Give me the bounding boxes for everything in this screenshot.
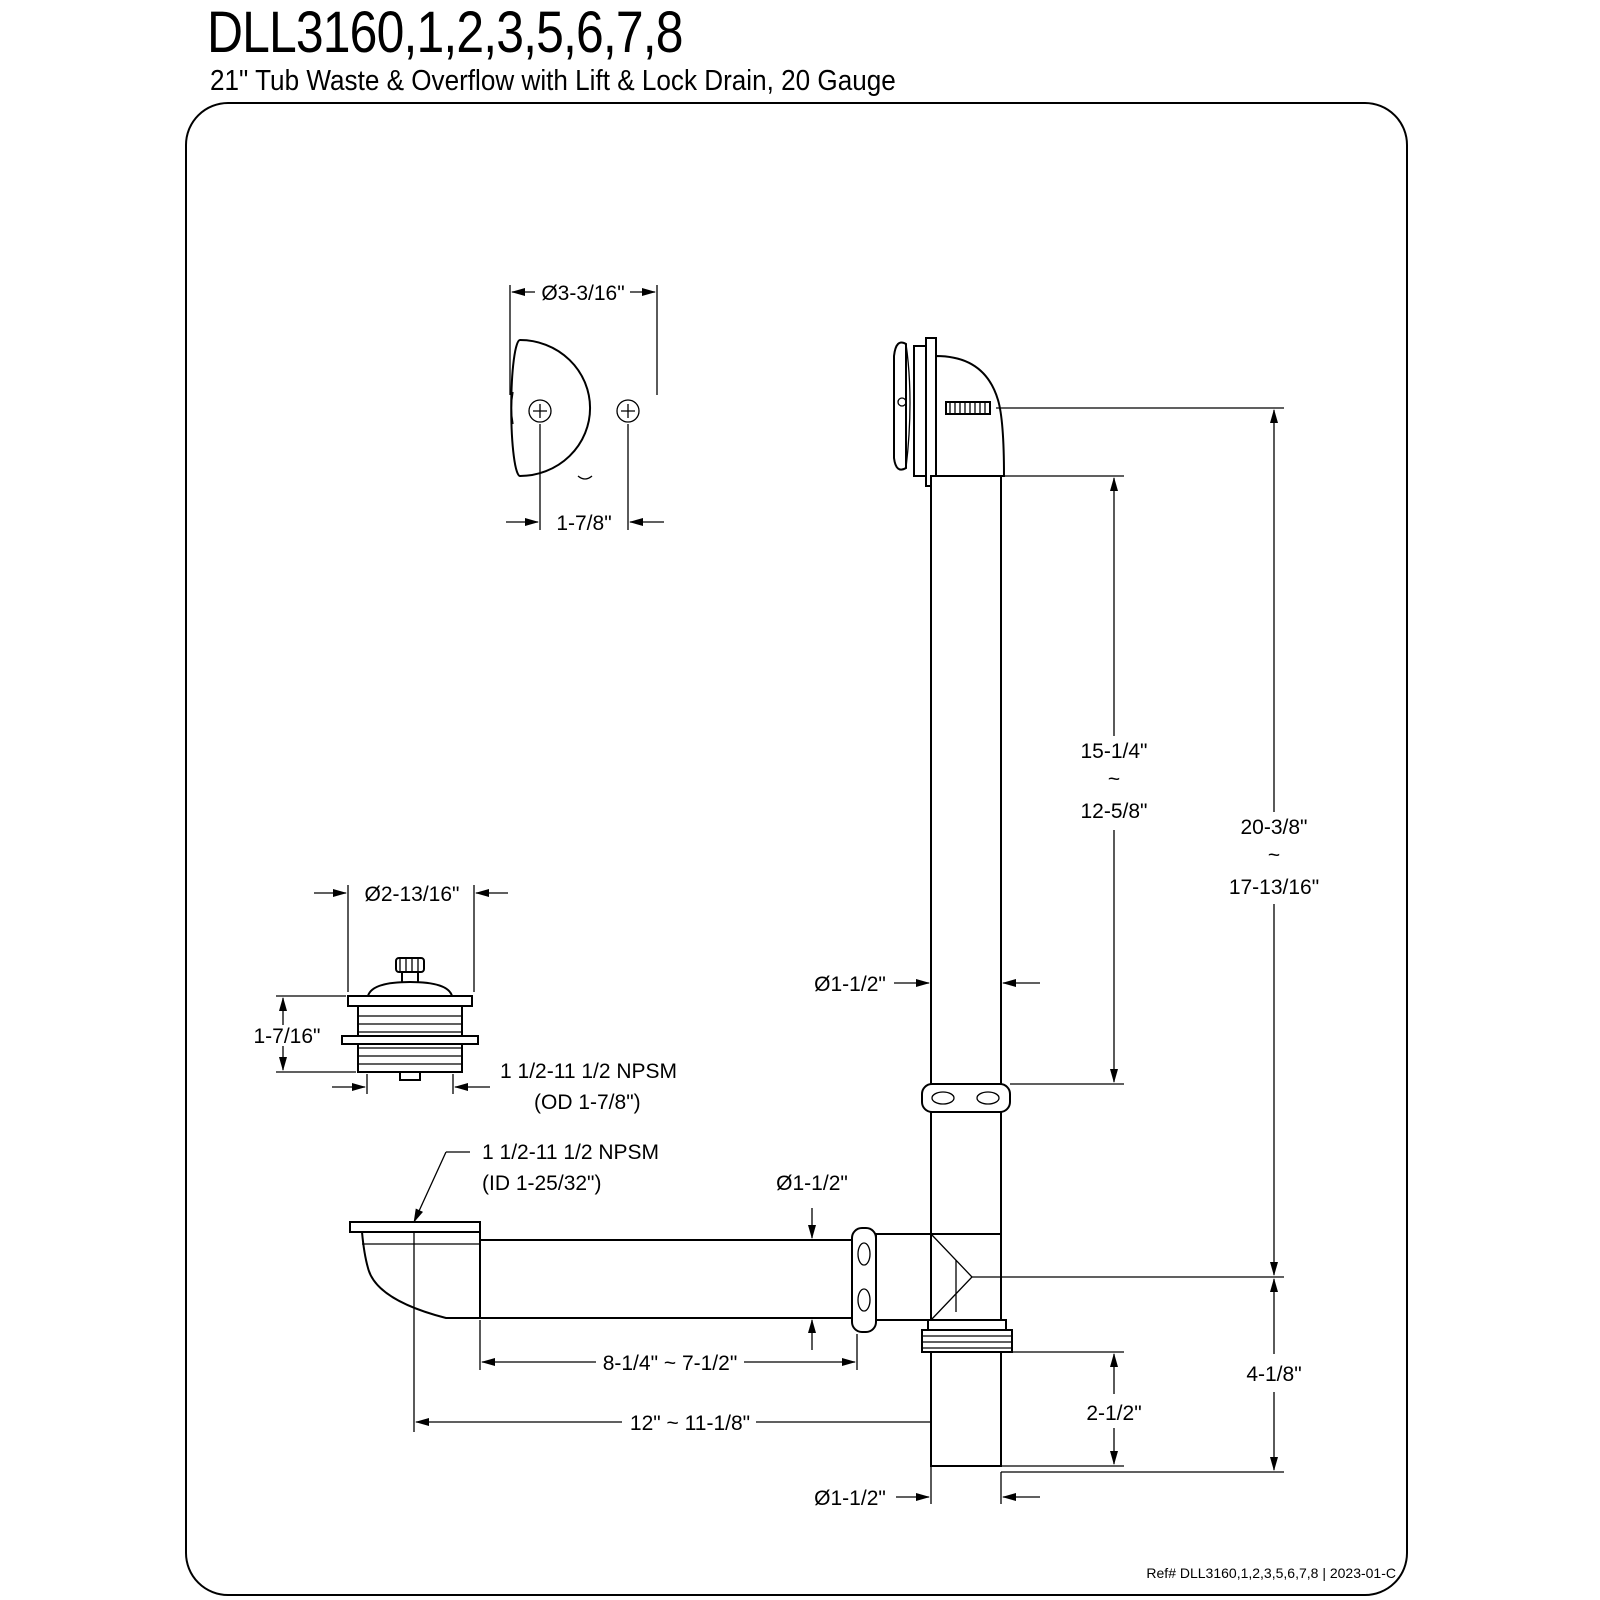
shoe-total-length-label: 12" ~ 11-1/8" bbox=[630, 1412, 750, 1435]
drain-thread-label: 1 1/2-11 1/2 NPSM bbox=[500, 1060, 677, 1083]
tailpiece-diameter-label: Ø1-1/2" bbox=[814, 1487, 886, 1510]
tailpiece bbox=[930, 1351, 1002, 1467]
drain-diameter-label: Ø2-13/16" bbox=[364, 883, 459, 906]
overflow-slip-nut bbox=[921, 1083, 1011, 1113]
screw-spacing-label: 1-7/8" bbox=[556, 512, 611, 535]
shoe-thread-label: 1 1/2-11 1/2 NPSM bbox=[482, 1141, 659, 1164]
overflow-lower-pipe bbox=[930, 1111, 1002, 1235]
model-number: DLL3160,1,2,3,5,6,7,8 bbox=[207, 0, 683, 65]
tube-length-max-label: 15-1/4" bbox=[1081, 740, 1148, 763]
shoe-pipe-length-label: 8-1/4" ~ 7-1/2" bbox=[603, 1352, 738, 1375]
drawing-frame bbox=[185, 102, 1408, 1596]
overflow-elbow bbox=[893, 337, 1006, 487]
lower-height-label: 4-1/8" bbox=[1246, 1363, 1301, 1386]
product-description: 21" Tub Waste & Overflow with Lift & Loc… bbox=[210, 65, 896, 97]
tailpiece-length-label: 2-1/2" bbox=[1086, 1402, 1141, 1425]
reference-number: Ref# DLL3160,1,2,3,5,6,7,8 | 2023-01-C bbox=[1146, 1565, 1396, 1581]
drain-shoe bbox=[349, 1221, 481, 1319]
lift-and-lock-drain bbox=[341, 957, 479, 1081]
tee-nut-left bbox=[851, 1227, 877, 1333]
tube-length-tilde: ~ bbox=[1108, 768, 1120, 791]
overflow-tube bbox=[930, 475, 1002, 1085]
overflow-faceplate bbox=[510, 338, 640, 480]
tee-threaded-nut bbox=[921, 1319, 1013, 1353]
drain-thread-od-label: (OD 1-7/8") bbox=[534, 1091, 641, 1114]
shoe-pipe-diameter-label: Ø1-1/2" bbox=[776, 1172, 848, 1195]
faceplate-diameter-label: Ø3-3/16" bbox=[541, 282, 624, 305]
overall-height-min-label: 17-13/16" bbox=[1229, 876, 1319, 899]
shoe-pipe bbox=[479, 1239, 853, 1319]
tube-length-min-label: 12-5/8" bbox=[1081, 800, 1148, 823]
overall-height-max-label: 20-3/8" bbox=[1241, 816, 1308, 839]
overall-height-tilde: ~ bbox=[1268, 844, 1280, 867]
drain-height-label: 1-7/16" bbox=[254, 1025, 321, 1048]
faceplate-screw-right bbox=[616, 399, 640, 423]
faceplate-screw-left bbox=[528, 399, 552, 423]
overflow-pipe-diameter-label: Ø1-1/2" bbox=[814, 973, 886, 996]
shoe-thread-id-label: (ID 1-25/32") bbox=[482, 1172, 602, 1195]
